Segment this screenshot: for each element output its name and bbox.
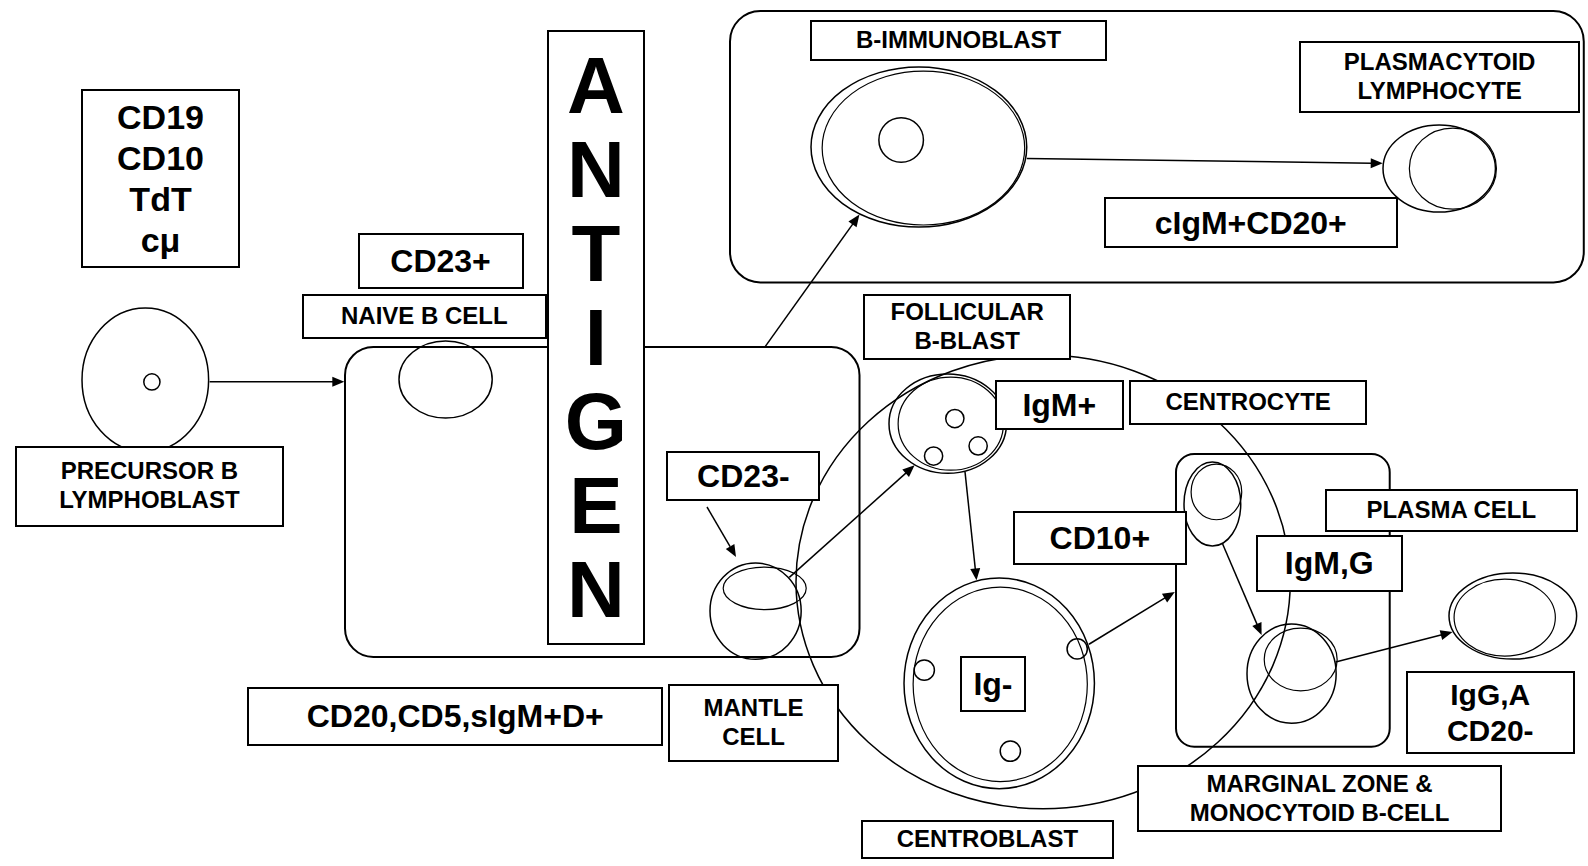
label-box: CD10+ (1013, 511, 1187, 565)
nucleolus (925, 447, 943, 465)
label-box: Ig- (960, 656, 1026, 712)
arrow-connector (1336, 630, 1453, 662)
outline (730, 11, 1584, 282)
label-box: CD23+ (358, 233, 524, 289)
cell-membrane (822, 71, 1025, 225)
label-box: PRECURSOR B LYMPHOBLAST (15, 446, 283, 527)
cell-outline (709, 562, 802, 660)
outline (811, 67, 1027, 227)
arrow-head (1252, 622, 1261, 635)
cell: CD19 CD10 TdT cμPRECURSOR B LYMPHOBLAST (81, 307, 210, 453)
cell-membrane (1191, 464, 1242, 520)
nucleolus (1001, 741, 1021, 761)
arrow-connector (1027, 158, 1383, 168)
cell: B-IMMUNOBLAST (810, 66, 1028, 228)
connector-line (1089, 598, 1165, 645)
cell-outline (81, 307, 210, 453)
label-box: IgM,G (1256, 535, 1403, 593)
nucleolus (914, 660, 934, 680)
connector-line (1223, 544, 1258, 625)
arrow-head (848, 215, 859, 228)
cell: CENTROCYTE (1183, 461, 1242, 547)
cell: FOLLICULAR B-BLASTIgM+ (888, 373, 1008, 474)
leader-line (707, 507, 730, 547)
compartment-box: cIgM+CD20+ B-IMMUNOBLAST PLASMACYTOID LYMP… (729, 10, 1585, 283)
outline (1449, 573, 1577, 659)
cell: PLASMA CELLIgG,A CD20- (1448, 572, 1578, 660)
label-box: PLASMA CELL (1325, 489, 1578, 532)
outline (889, 374, 1007, 473)
cell-membrane (1264, 628, 1337, 691)
label-box: CD19 CD10 TdT cμ (81, 89, 240, 268)
outline (82, 308, 209, 452)
outline (1383, 125, 1495, 212)
arrow-head (1440, 630, 1453, 640)
cell: PLASMACYTOID LYMPHOCYTE (1382, 124, 1496, 213)
arrow-connector (210, 377, 345, 387)
cell-outline (1183, 461, 1242, 547)
cell: CD23-MANTLE CELL (709, 562, 802, 660)
cell-membrane (1410, 128, 1497, 209)
cell: IgM,G (1246, 623, 1337, 724)
label-box: CD20,CD5,sIgM+D+ (247, 687, 663, 747)
arrow-connector (765, 215, 859, 347)
cell: Ig-CENTROBLAST (903, 577, 1095, 790)
cell-outline (888, 373, 1008, 474)
cell: CD23+NAIVE B CELL (398, 340, 493, 419)
label-box: CENTROCYTE (1129, 380, 1367, 426)
antigen-label: ANTIGEN (563, 44, 629, 632)
label-box: MARGINAL ZONE & MONOCYTOID B-CELL (1137, 765, 1502, 833)
arrow-head (970, 568, 980, 580)
label-box: PLASMACYTOID LYMPHOCYTE (1299, 41, 1580, 114)
arrow-head (1371, 158, 1383, 168)
label-box: NAIVE B CELL (302, 294, 547, 340)
outline (399, 341, 492, 418)
cell-membrane (1454, 579, 1555, 656)
label-box: CD23- (666, 451, 820, 502)
nucleolus (946, 409, 964, 427)
outline (345, 347, 860, 657)
connector-line (1027, 158, 1372, 163)
cell-membrane (898, 377, 1003, 470)
outline (904, 578, 1094, 789)
leader-arrow (707, 507, 736, 557)
nucleolus (969, 436, 987, 454)
antigen-box: ANTIGEN (547, 30, 645, 645)
cell-outline (1382, 124, 1496, 213)
label-box: B-IMMUNOBLAST (810, 20, 1107, 61)
connector-line (765, 224, 853, 347)
outline (1247, 624, 1336, 723)
arrow-head (332, 377, 344, 387)
arrow-connector (1089, 592, 1175, 644)
outline (1184, 462, 1241, 546)
label-box: MANTLE CELL (668, 684, 838, 762)
cell-membrane (913, 587, 1087, 781)
arrow-head (902, 465, 914, 477)
connector-line (965, 472, 975, 570)
cell-outline (398, 340, 493, 419)
label-box: CENTROBLAST (861, 820, 1114, 858)
connector-line (210, 381, 334, 383)
cell-outline (1246, 623, 1337, 724)
label-box: IgM+ (995, 380, 1125, 431)
label-box: FOLLICULAR B-BLAST (863, 294, 1072, 360)
cell-outline (1448, 572, 1578, 660)
label-box: IgG,A CD20- (1406, 671, 1575, 754)
cell-outline (810, 66, 1028, 228)
nucleolus (879, 117, 924, 162)
outline (710, 563, 801, 659)
arrow-connector (965, 472, 980, 581)
arrow-head (1162, 592, 1175, 603)
arrow-head (726, 544, 736, 557)
cell-membrane (723, 567, 806, 610)
nucleolus (144, 374, 160, 390)
nucleolus (1067, 639, 1087, 659)
label-box: cIgM+CD20+ (1104, 197, 1398, 248)
